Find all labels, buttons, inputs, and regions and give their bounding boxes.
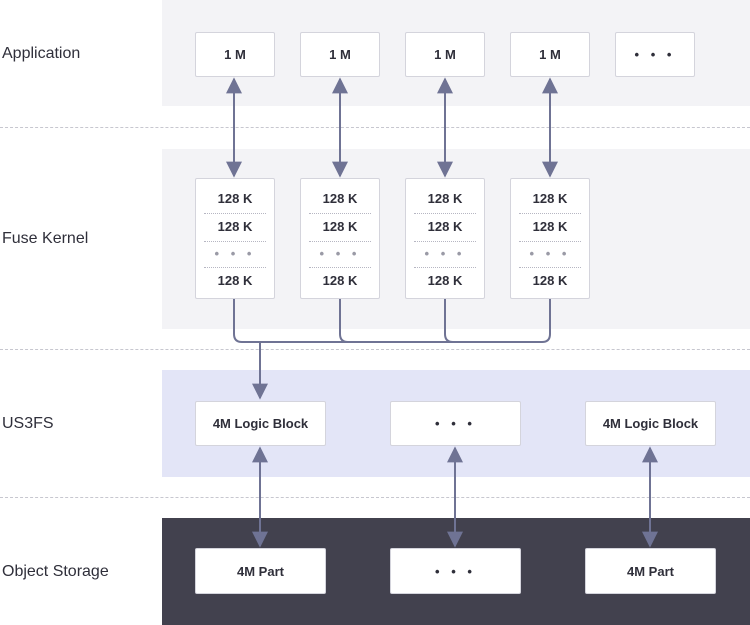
kernel-chunk-ellipsis: • • • (529, 246, 571, 261)
divider (0, 349, 750, 350)
chunk-separator (309, 241, 371, 242)
us3fs-label: US3FS (2, 415, 54, 432)
kernel-chunk-ellipsis: • • • (319, 246, 361, 261)
application-block: 1 M (195, 32, 275, 77)
fuse-kernel-label: Fuse Kernel (2, 230, 89, 247)
chunk-separator (309, 267, 371, 268)
kernel-chunk: 128 K (217, 191, 253, 206)
kernel-block: 128 K 128 K • • • 128 K (405, 178, 485, 299)
kernel-block: 128 K 128 K • • • 128 K (195, 178, 275, 299)
kernel-chunk: 128 K (532, 191, 568, 206)
kernel-chunk: 128 K (532, 273, 568, 288)
chunk-separator (309, 213, 371, 214)
kernel-block: 128 K 128 K • • • 128 K (510, 178, 590, 299)
chunk-separator (519, 267, 581, 268)
kernel-chunk: 128 K (427, 191, 463, 206)
object-storage-label: Object Storage (2, 563, 109, 580)
chunk-separator (414, 267, 476, 268)
kernel-chunk: 128 K (427, 219, 463, 234)
kernel-merge-connector (233, 299, 551, 343)
application-block: 1 M (300, 32, 380, 77)
object-part: 4M Part (195, 548, 326, 594)
logic-block: 4M Logic Block (585, 401, 716, 446)
kernel-chunk: 128 K (427, 273, 463, 288)
kernel-chunk-ellipsis: • • • (214, 246, 256, 261)
divider (0, 497, 750, 498)
chunk-separator (519, 241, 581, 242)
kernel-chunk: 128 K (217, 219, 253, 234)
kernel-block: 128 K 128 K • • • 128 K (300, 178, 380, 299)
kernel-chunk: 128 K (322, 219, 358, 234)
chunk-separator (204, 267, 266, 268)
kernel-chunk: 128 K (217, 273, 253, 288)
chunk-separator (519, 213, 581, 214)
divider (0, 127, 750, 128)
chunk-separator (204, 241, 266, 242)
application-block: 1 M (510, 32, 590, 77)
logic-block: 4M Logic Block (195, 401, 326, 446)
object-part-ellipsis: • • • (390, 548, 521, 594)
application-block-ellipsis: • • • (615, 32, 695, 77)
chunk-separator (414, 241, 476, 242)
logic-block-ellipsis: • • • (390, 401, 521, 446)
chunk-separator (414, 213, 476, 214)
kernel-chunk: 128 K (322, 273, 358, 288)
object-part: 4M Part (585, 548, 716, 594)
application-label: Application (2, 45, 81, 62)
kernel-chunk: 128 K (532, 219, 568, 234)
application-block: 1 M (405, 32, 485, 77)
chunk-separator (204, 213, 266, 214)
kernel-chunk-ellipsis: • • • (424, 246, 466, 261)
kernel-chunk: 128 K (322, 191, 358, 206)
